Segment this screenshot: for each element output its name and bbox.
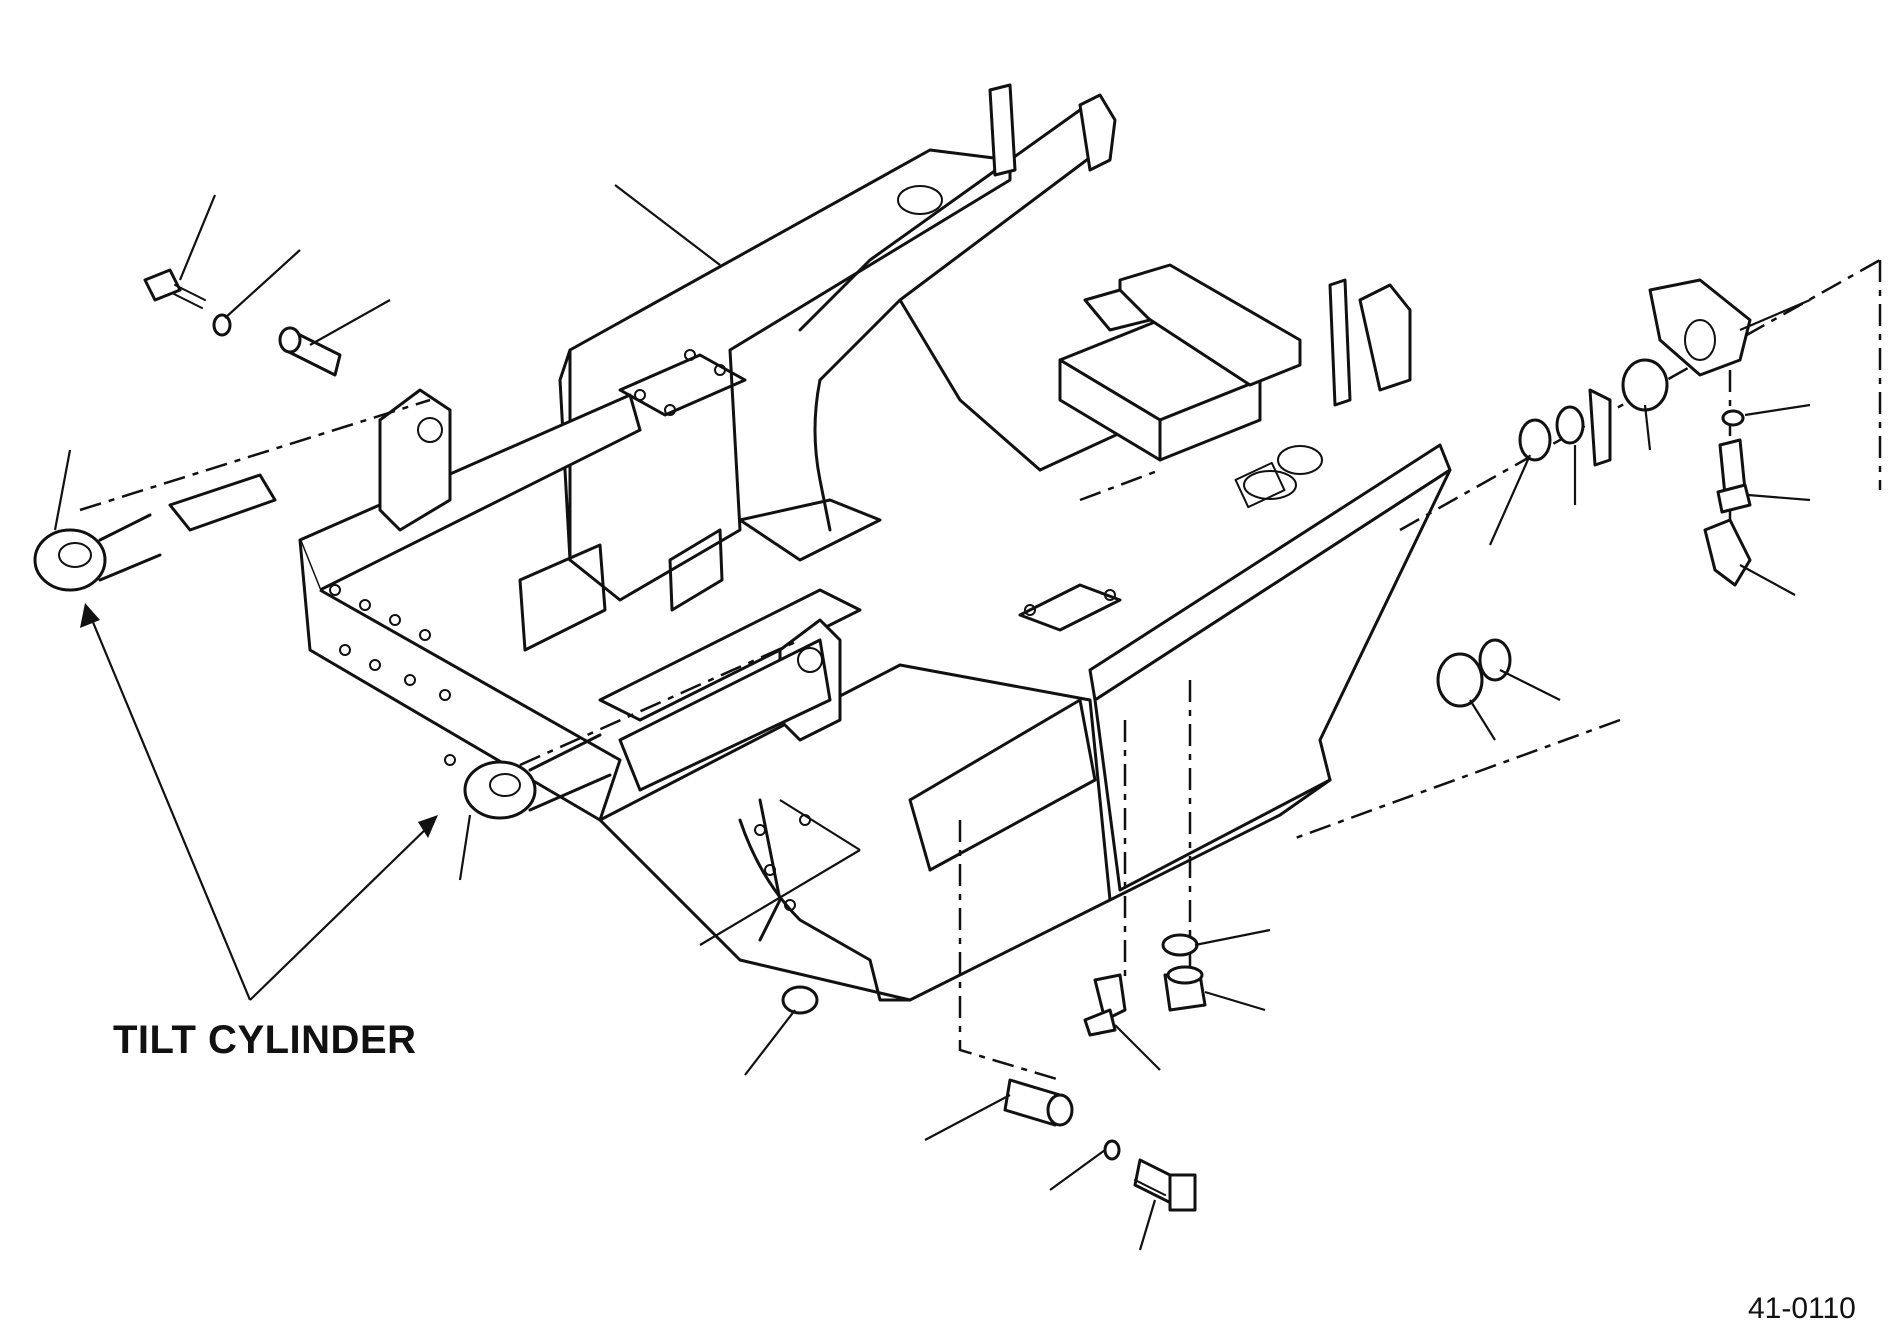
arrow-head-right bbox=[418, 815, 438, 838]
figure-number: 41-0110 bbox=[1748, 1292, 1856, 1325]
arrow-head-left bbox=[80, 603, 100, 628]
leader-lines bbox=[53, 184, 1811, 1251]
tilt-cylinder-label: TILT CYLINDER bbox=[113, 1018, 417, 1062]
exploded-parts bbox=[143, 268, 1752, 1212]
tilt-cylinder-arrows bbox=[80, 603, 438, 1001]
main-frame bbox=[33, 83, 1882, 1082]
